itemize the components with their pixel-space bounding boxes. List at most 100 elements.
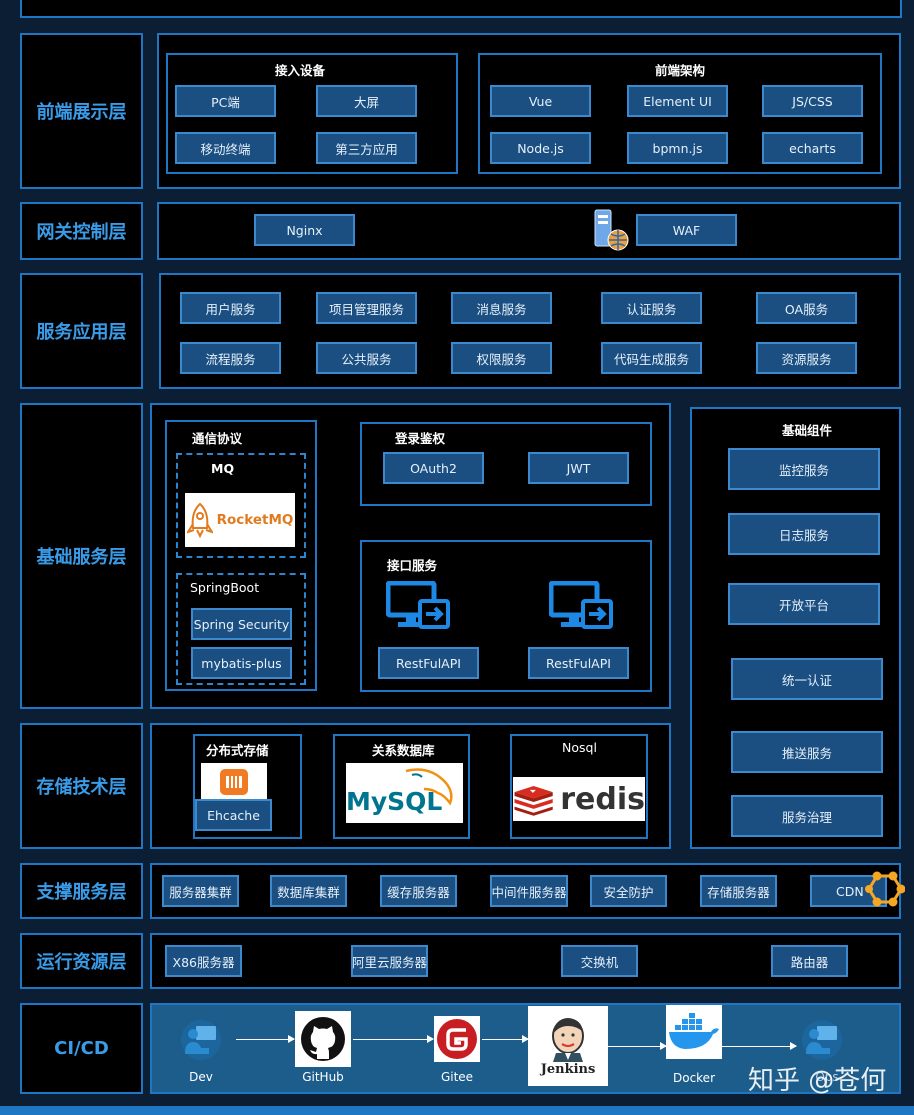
jenkins-wordmark: Jenkins	[540, 1061, 596, 1077]
arrow-github-gitee	[353, 1035, 434, 1043]
mysql-logo: MySQL	[346, 763, 463, 823]
device-mobile[interactable]: 移动终端	[175, 132, 276, 164]
nosql-title: Nosql	[562, 740, 597, 755]
mybatis-plus-button[interactable]: mybatis-plus	[191, 647, 292, 679]
redis-text: redis	[560, 781, 645, 817]
docker-logo	[666, 1005, 722, 1059]
support-security[interactable]: 安全防护	[590, 875, 667, 907]
gitee-logo	[434, 1016, 480, 1062]
bottom-border	[0, 1106, 914, 1115]
layer-label-service: 服务应用层	[20, 273, 143, 389]
cdn-network-icon	[865, 870, 906, 908]
runtime-x86[interactable]: X86服务器	[165, 945, 242, 977]
device-pc[interactable]: PC端	[175, 85, 276, 117]
api-monitor-icon	[385, 580, 452, 633]
component-log[interactable]: 日志服务	[728, 513, 880, 555]
service-codegen[interactable]: 代码生成服务	[601, 342, 702, 374]
login-auth-title: 登录鉴权	[395, 431, 446, 446]
distributed-storage-title: 分布式存储	[206, 743, 269, 758]
service-message[interactable]: 消息服务	[451, 292, 552, 324]
ehcache-logo	[201, 763, 267, 801]
jenkins-logo: Jenkins	[528, 1006, 608, 1086]
mysql-text: MySQL	[346, 787, 443, 816]
restful-api-button-2[interactable]: RestFulAPI	[528, 647, 629, 679]
runtime-aliyun[interactable]: 阿里云服务器	[351, 945, 428, 977]
arch-title: 前端架构	[655, 63, 706, 78]
gitee-label: Gitee	[440, 1070, 474, 1084]
oauth2-button[interactable]: OAuth2	[383, 452, 484, 484]
docker-label: Docker	[672, 1071, 716, 1085]
mq-group	[176, 453, 306, 558]
springboot-title: SpringBoot	[190, 580, 260, 595]
support-middleware-server[interactable]: 中间件服务器	[490, 875, 568, 907]
api-monitor-icon	[548, 580, 615, 633]
mq-title: MQ	[211, 461, 235, 476]
api-service-title: 接口服务	[387, 558, 438, 573]
arch-echarts[interactable]: echarts	[762, 132, 863, 164]
component-monitor[interactable]: 监控服务	[728, 448, 880, 490]
server-globe-icon	[592, 208, 630, 252]
dolphin-icon	[405, 768, 453, 806]
layer-label-base: 基础服务层	[20, 403, 143, 709]
support-cache-server[interactable]: 缓存服务器	[380, 875, 457, 907]
arrow-dev-github	[236, 1035, 295, 1043]
redis-icon	[514, 786, 553, 816]
springboot-group	[176, 573, 306, 685]
rocketmq-text: RocketMQ	[216, 512, 294, 528]
relational-db-title: 关系数据库	[372, 743, 435, 758]
devices-title: 接入设备	[275, 63, 326, 78]
support-server-cluster[interactable]: 服务器集群	[162, 875, 239, 907]
component-push[interactable]: 推送服务	[731, 731, 883, 773]
layer-label-frontend: 前端展示层	[20, 33, 143, 189]
service-common[interactable]: 公共服务	[316, 342, 417, 374]
ehcache-button[interactable]: Ehcache	[195, 799, 272, 831]
layer-label-storage: 存储技术层	[20, 723, 143, 849]
ops-icon	[800, 1018, 844, 1062]
service-resource[interactable]: 资源服务	[756, 342, 857, 374]
layer-label-gateway: 网关控制层	[20, 202, 143, 260]
arrow-jenkins-docker	[608, 1042, 667, 1050]
comm-protocol-title: 通信协议	[192, 431, 243, 446]
runtime-switch[interactable]: 交换机	[561, 945, 638, 977]
support-db-cluster[interactable]: 数据库集群	[270, 875, 347, 907]
rocketmq-logo: RocketMQ	[185, 493, 295, 547]
github-icon	[301, 1017, 345, 1061]
nginx-button[interactable]: Nginx	[254, 214, 355, 246]
service-user[interactable]: 用户服务	[180, 292, 281, 324]
comm-protocol-group	[165, 420, 317, 691]
jwt-button[interactable]: JWT	[528, 452, 629, 484]
service-oa[interactable]: OA服务	[756, 292, 857, 324]
component-open-platform[interactable]: 开放平台	[728, 583, 880, 625]
device-bigscreen[interactable]: 大屏	[316, 85, 417, 117]
service-auth[interactable]: 认证服务	[601, 292, 702, 324]
arch-element-ui[interactable]: Element UI	[627, 85, 728, 117]
service-permission[interactable]: 权限服务	[451, 342, 552, 374]
dev-label: Dev	[189, 1070, 213, 1084]
top-header-frame	[20, 0, 902, 18]
cicd-panel	[150, 1003, 901, 1094]
docker-whale-icon	[669, 1013, 719, 1049]
arch-jscss[interactable]: JS/CSS	[762, 85, 863, 117]
component-unified-auth[interactable]: 统一认证	[731, 658, 883, 700]
service-workflow[interactable]: 流程服务	[180, 342, 281, 374]
arrow-gitee-jenkins	[482, 1035, 529, 1043]
service-project[interactable]: 项目管理服务	[316, 292, 417, 324]
runtime-router[interactable]: 路由器	[771, 945, 848, 977]
layer-label-cicd: CI/CD	[20, 1003, 143, 1094]
redis-logo: redis	[513, 777, 645, 821]
waf-button[interactable]: WAF	[636, 214, 737, 246]
rocket-icon	[186, 502, 213, 538]
layer-label-support: 支撑服务层	[20, 863, 143, 919]
arch-vue[interactable]: Vue	[490, 85, 591, 117]
github-label: GitHub	[302, 1070, 344, 1084]
jenkins-icon	[552, 1017, 584, 1062]
restful-api-button-1[interactable]: RestFulAPI	[378, 647, 479, 679]
support-storage-server[interactable]: 存储服务器	[700, 875, 777, 907]
spring-security-button[interactable]: Spring Security	[191, 608, 292, 640]
components-title: 基础组件	[782, 423, 833, 438]
device-thirdparty[interactable]: 第三方应用	[316, 132, 417, 164]
arch-bpmnjs[interactable]: bpmn.js	[627, 132, 728, 164]
layer-label-runtime: 运行资源层	[20, 933, 143, 989]
arch-nodejs[interactable]: Node.js	[490, 132, 591, 164]
component-governance[interactable]: 服务治理	[731, 795, 883, 837]
